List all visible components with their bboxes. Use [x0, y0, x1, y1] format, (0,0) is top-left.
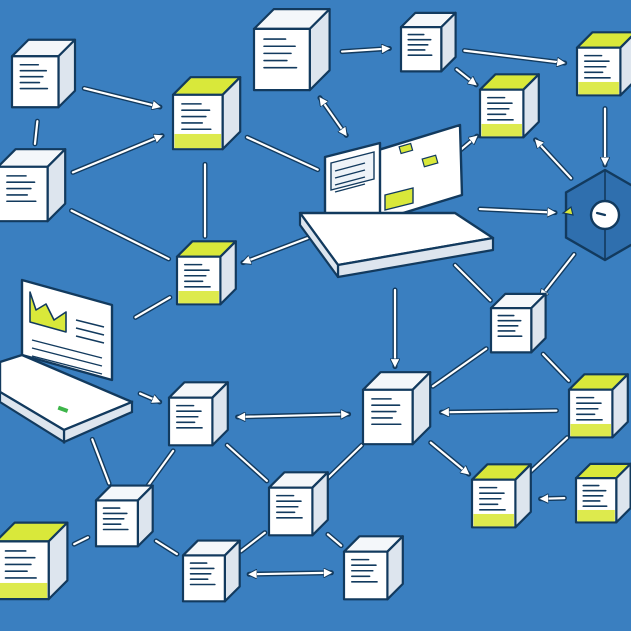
cube-top-right[interactable] [575, 31, 631, 97]
cube-left-lower[interactable] [167, 381, 229, 447]
connections-layer [32, 48, 605, 575]
laptop-left-chart[interactable] [0, 278, 134, 444]
connector-cube-far-right-bottom-to-cube-lower-right-accent [538, 498, 567, 499]
connector-laptop-left-chart-to-cube-left-lower [137, 391, 160, 405]
connector-cube-top-center-right-to-cube-top-right [461, 48, 564, 63]
cube-top-center-right[interactable] [399, 11, 457, 73]
connector-cube-left-middle-to-cube-upper-left-center [70, 133, 162, 175]
connector-cube-lower-center-to-cube-bottom-center-left [238, 530, 268, 554]
nodes-layer [0, 8, 631, 603]
connector-cube-lower-center-to-cube-bottom-center-right [325, 531, 344, 549]
connector-cube-top-center-right-to-cube-right-accent [454, 66, 479, 88]
connector-cube-right-middle-to-cube-center-middle [430, 346, 489, 389]
connector-cube-left-middle-to-cube-center-accent [69, 208, 172, 262]
connector-hexagon-gauge-to-cube-right-middle [537, 251, 577, 300]
cube-top-center[interactable] [252, 8, 331, 92]
cube-far-right-bottom[interactable] [574, 462, 631, 524]
connector-hexagon-gauge-to-cube-right-accent [533, 137, 574, 181]
cube-center-accent[interactable] [175, 240, 237, 306]
connector-cube-lower-left-to-cube-bottom-center-left [153, 538, 180, 557]
connector-cube-left-lower-to-cube-center-middle [235, 414, 352, 417]
hexagon-gauge[interactable] [561, 168, 631, 262]
connector-laptop-center-to-cube-center-accent [243, 232, 319, 266]
cube-right-accent[interactable] [478, 73, 540, 139]
cube-right-middle[interactable] [489, 292, 547, 354]
connector-cube-top-center-to-cube-top-center-right [339, 48, 392, 55]
connector-cube-top-center-to-laptop-center [317, 98, 349, 136]
cube-top-left[interactable] [10, 38, 77, 109]
cube-center-middle[interactable] [361, 371, 432, 446]
laptop-center[interactable] [298, 123, 495, 279]
cube-far-right-lower[interactable] [567, 373, 629, 439]
connector-cube-top-left-to-cube-upper-left-center [81, 85, 160, 107]
cube-lower-right-accent[interactable] [470, 463, 532, 529]
connector-cube-center-middle-to-cube-lower-right-accent [428, 440, 472, 477]
cube-left-middle[interactable] [0, 148, 67, 223]
cube-bottom-left[interactable] [0, 521, 69, 601]
connector-laptop-center-to-cube-right-middle [452, 262, 493, 303]
connector-cube-lower-left-to-cube-bottom-left [71, 534, 91, 547]
cube-lower-left[interactable] [94, 484, 154, 548]
connector-cube-bottom-center-left-to-cube-bottom-center-right [246, 573, 334, 575]
connector-cube-center-accent-to-laptop-left-chart [133, 294, 173, 320]
connector-cube-left-lower-to-cube-lower-center [224, 442, 270, 484]
connector-cube-lower-right-accent-to-cube-far-right-lower [527, 435, 570, 475]
line-chart-icon [29, 291, 67, 333]
cube-bottom-center-right[interactable] [342, 535, 404, 601]
connector-laptop-center-to-cube-right-accent [457, 133, 480, 153]
connector-cube-far-right-lower-to-cube-center-middle [438, 411, 559, 413]
cube-lower-center[interactable] [267, 471, 329, 537]
connector-cube-center-middle-to-cube-lower-center [323, 442, 365, 483]
connector-cube-left-lower-to-cube-lower-left [143, 448, 176, 491]
cube-upper-left-center[interactable] [171, 76, 242, 151]
connector-laptop-center-to-hexagon-gauge [477, 206, 558, 213]
cube-bottom-center-left[interactable] [181, 539, 241, 603]
connector-laptop-left-chart-to-cube-lower-left [89, 436, 112, 486]
connector-cube-upper-left-center-to-laptop-center [244, 134, 321, 173]
connector-cube-top-left-to-cube-left-middle [32, 118, 40, 147]
connector-cube-right-middle-to-cube-far-right-lower [540, 351, 572, 384]
